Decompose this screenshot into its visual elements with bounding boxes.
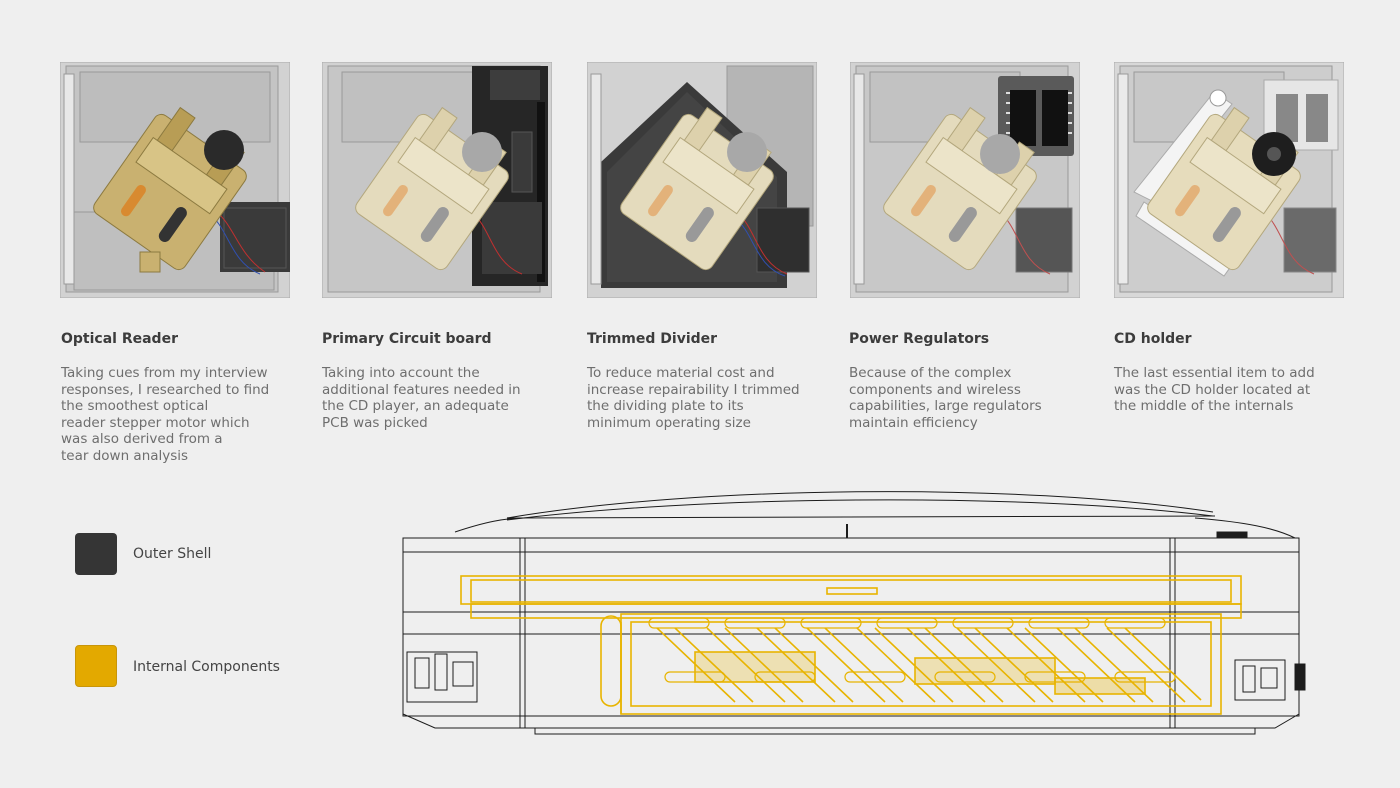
step-title-primary-circuit-board: Primary Circuit board	[322, 331, 492, 347]
panel-power-regulators	[850, 62, 1080, 298]
legend-swatch-internal-components	[75, 645, 117, 687]
panel-optical-reader	[60, 62, 290, 298]
trimmed-divider-render	[587, 62, 817, 298]
step-title-optical-reader: Optical Reader	[61, 331, 178, 347]
step-text-optical-reader: Taking cues from my interview responses,…	[61, 365, 270, 464]
panel-primary-circuit-board	[322, 62, 552, 298]
step-text-trimmed-divider: To reduce material cost and increase rep…	[587, 365, 800, 431]
optical-reader-render	[60, 62, 290, 298]
legend-label-outer-shell: Outer Shell	[133, 546, 212, 562]
panel-cd-holder	[1114, 62, 1344, 298]
wireframe-side-view	[402, 491, 1306, 735]
panel-trimmed-divider	[587, 62, 817, 298]
step-title-trimmed-divider: Trimmed Divider	[587, 331, 718, 347]
internal-components-wireframe	[460, 575, 1242, 715]
outer-shell-wireframe	[402, 491, 1306, 735]
power-regulators-render	[850, 62, 1080, 298]
legend-swatch-outer-shell	[75, 533, 117, 575]
circuit-board-render	[322, 62, 552, 298]
step-text-cd-holder: The last essential item to add was the C…	[1114, 365, 1315, 415]
legend-label-internal-components: Internal Components	[133, 659, 280, 675]
step-text-primary-circuit-board: Taking into account the additional featu…	[322, 365, 521, 431]
step-title-power-regulators: Power Regulators	[849, 331, 990, 347]
cd-holder-render	[1114, 62, 1344, 298]
step-text-power-regulators: Because of the complex components and wi…	[849, 365, 1042, 431]
step-title-cd-holder: CD holder	[1114, 331, 1192, 347]
